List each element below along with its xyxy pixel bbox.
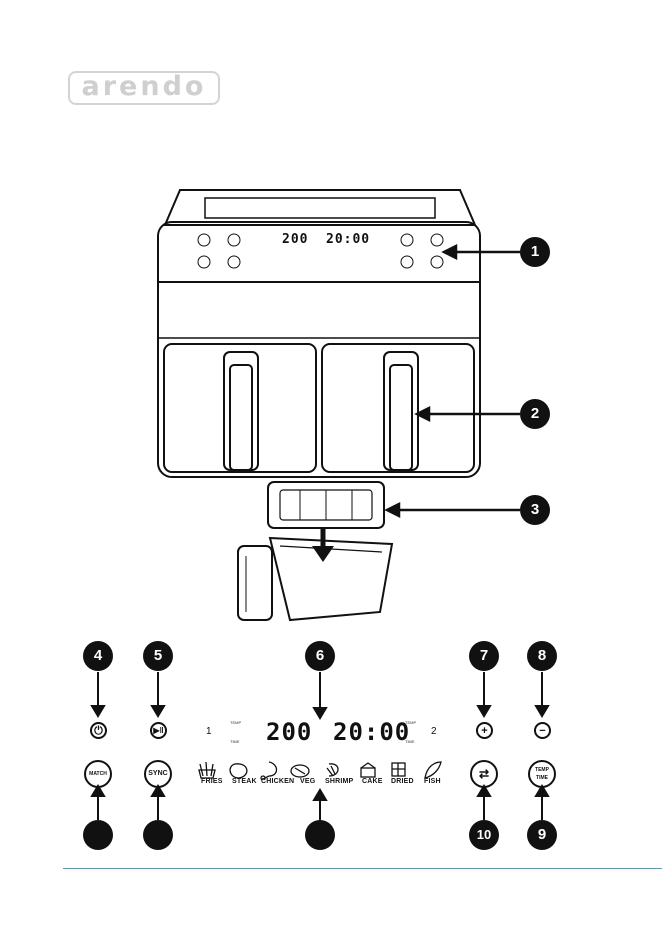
minus-icon: −: [539, 727, 545, 735]
temp-time-label: TEMP TIME: [533, 766, 551, 782]
temp-time-button[interactable]: TEMP TIME: [528, 760, 556, 788]
power-icon: ⏻: [94, 727, 103, 735]
shrimp-icon: [327, 764, 338, 776]
preset-cake[interactable]: CAKE: [362, 778, 383, 785]
fries-icon: [199, 762, 215, 778]
callout-blank-center: [305, 820, 335, 850]
callout-blank-left: [83, 820, 113, 850]
sync-label: SYNC: [148, 770, 167, 778]
callout-10: 10: [469, 820, 499, 850]
preset-shrimp[interactable]: SHRIMP: [325, 778, 353, 785]
callout-1: 1: [520, 237, 550, 267]
callout-blank-mid-left: [143, 820, 173, 850]
air-fryer-illustration: [0, 0, 662, 640]
callout-4: 4: [83, 641, 113, 671]
callout-2: 2: [520, 399, 550, 429]
time-tag-left: TIME: [230, 739, 240, 744]
callout-6: 6: [305, 641, 335, 671]
start-pause-button[interactable]: ▶ǁ: [150, 722, 167, 739]
match-button[interactable]: MATCH: [84, 760, 112, 788]
dried-icon: [392, 763, 405, 776]
fish-icon: [425, 762, 441, 778]
power-button[interactable]: ⏻: [90, 722, 107, 739]
veg-icon: [291, 765, 309, 777]
cake-icon: [361, 763, 375, 777]
temperature-display: 200: [266, 718, 312, 746]
callout-7: 7: [469, 641, 499, 671]
preset-chicken[interactable]: CHICKEN: [261, 778, 294, 785]
increase-button[interactable]: +: [476, 722, 493, 739]
preset-steak[interactable]: STEAK: [232, 778, 257, 785]
zone-2-label: 2: [431, 726, 437, 737]
plus-icon: +: [481, 727, 487, 735]
play-pause-icon: ▶ǁ: [153, 727, 163, 735]
temp-tag-right: TEMP: [405, 720, 416, 725]
zone-1-label: 1: [206, 726, 212, 737]
steak-icon: [230, 764, 247, 778]
match-label: MATCH: [89, 770, 107, 778]
callout-9: 9: [527, 820, 557, 850]
preset-icons: [195, 758, 455, 780]
time-display: 20:00: [333, 718, 410, 746]
footer-divider: [63, 868, 662, 869]
time-tag-right: TIME: [405, 739, 415, 744]
temp-tag-left: TEMP: [230, 720, 241, 725]
appliance-temp-display: 200: [282, 232, 308, 247]
preset-veg[interactable]: VEG: [300, 778, 315, 785]
swap-icon: ⇄: [479, 770, 489, 778]
appliance-time-display: 20:00: [326, 232, 370, 247]
preset-fries[interactable]: FRIES: [201, 778, 223, 785]
decrease-button[interactable]: −: [534, 722, 551, 739]
callout-5: 5: [143, 641, 173, 671]
callout-8: 8: [527, 641, 557, 671]
sync-button[interactable]: SYNC: [144, 760, 172, 788]
zone-toggle-button[interactable]: ⇄: [470, 760, 498, 788]
preset-dried[interactable]: DRIED: [391, 778, 414, 785]
preset-fish[interactable]: FISH: [424, 778, 441, 785]
callout-3: 3: [520, 495, 550, 525]
